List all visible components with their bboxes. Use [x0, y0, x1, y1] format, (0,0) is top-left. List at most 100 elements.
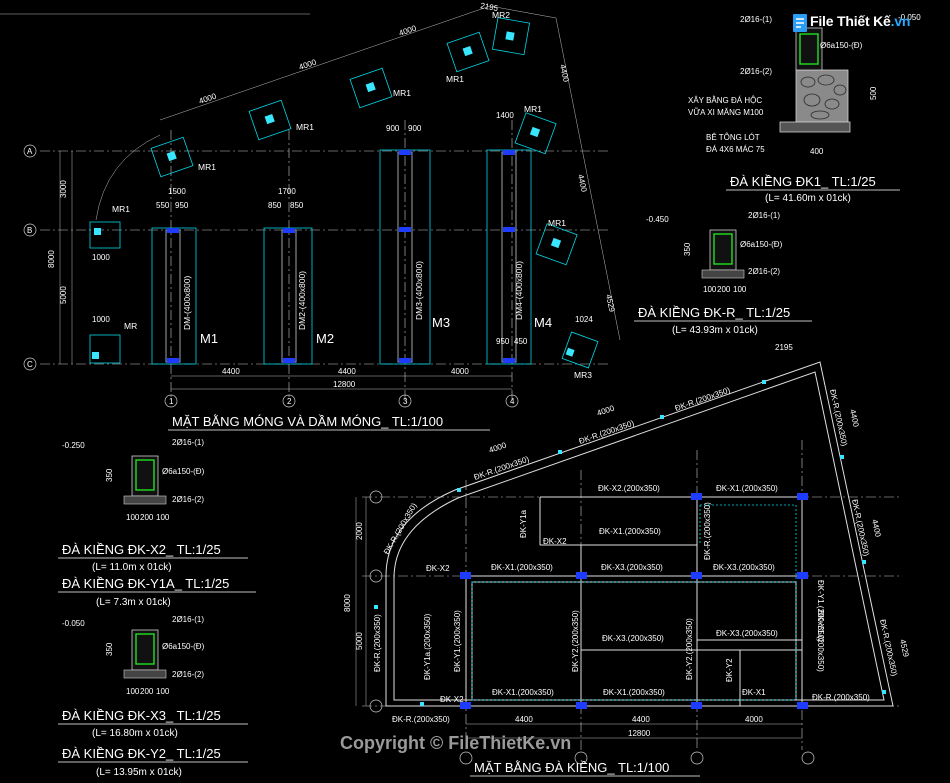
svg-text:350: 350 [105, 468, 114, 482]
svg-text:12800: 12800 [333, 380, 356, 389]
pad-footing-mr1-f [535, 223, 578, 266]
axis-bubble-32 [690, 751, 704, 765]
svg-text:2Ø16-(1): 2Ø16-(1) [172, 438, 204, 447]
svg-text:1500: 1500 [168, 187, 186, 196]
svg-text:M2: M2 [316, 331, 334, 346]
pad-footing-mr3 [561, 331, 599, 369]
svg-text:MR1: MR1 [446, 74, 464, 84]
svg-text:MR1: MR1 [548, 218, 566, 228]
axis-bubble-A: A [23, 144, 37, 158]
svg-text:MR: MR [124, 321, 137, 331]
svg-text:850: 850 [290, 201, 304, 210]
svg-text:100: 100 [126, 513, 140, 522]
svg-text:900: 900 [408, 124, 422, 133]
axis-bubble-12 [459, 751, 473, 765]
svg-text:ĐÁ 4X6 MÁC 75: ĐÁ 4X6 MÁC 75 [706, 145, 765, 154]
svg-text:4000: 4000 [451, 367, 469, 376]
ground-beam-plan: ĐK-X2.(200x350) ĐK-X1.(200x350) ĐK-Y1a Đ… [343, 343, 911, 777]
svg-text:2Ø16-(1): 2Ø16-(1) [740, 15, 772, 24]
svg-text:4000: 4000 [596, 403, 616, 417]
svg-text:4529: 4529 [898, 639, 911, 659]
svg-text:4000: 4000 [298, 57, 318, 71]
svg-text:ĐK-X1.(200x350): ĐK-X1.(200x350) [603, 688, 665, 697]
section-dkx2: -0.250 2Ø16-(1) Ø6a150-(Đ) 2Ø16-(2) 350 … [58, 438, 248, 573]
svg-text:1000: 1000 [92, 253, 110, 262]
svg-text:ĐK-X1.(200x350): ĐK-X1.(200x350) [599, 527, 661, 536]
svg-text:DM-(400x800): DM-(400x800) [182, 276, 192, 330]
axis-bubble-2: 2 [282, 394, 296, 408]
svg-text:1700: 1700 [278, 187, 296, 196]
svg-text:4: 4 [510, 397, 515, 406]
svg-text:-0.050: -0.050 [62, 619, 85, 628]
svg-text:450: 450 [514, 337, 528, 346]
svg-text:8000: 8000 [343, 594, 352, 612]
site-logo[interactable] [790, 10, 940, 36]
ground-beam-plan-title: MẶT BẰNG ĐÀ KIỀNG_ TL:1/100 [474, 760, 669, 775]
svg-text:850: 850 [268, 201, 282, 210]
svg-text:2000: 2000 [355, 522, 364, 540]
svg-text:M1: M1 [200, 331, 218, 346]
svg-text:2195: 2195 [480, 1, 500, 13]
dky2-title: ĐÀ KIỀNG ĐK-Y2_ TL:1/25 [62, 746, 221, 761]
svg-text:4529: 4529 [604, 294, 617, 314]
svg-text:100: 100 [703, 285, 717, 294]
svg-text:MR1: MR1 [393, 88, 411, 98]
dky1a-title: ĐÀ KIỀNG ĐK-Y1A_ TL:1/25 [62, 576, 229, 591]
svg-text:4000: 4000 [488, 440, 508, 454]
svg-text:ĐK-X3.(200x350): ĐK-X3.(200x350) [601, 563, 663, 572]
svg-text:(L= 16.80m x 01ck): (L= 16.80m x 01ck) [92, 728, 178, 739]
axis-bubble-C: C [23, 357, 37, 371]
svg-text:-0.050: -0.050 [898, 13, 921, 22]
svg-text:550: 550 [156, 201, 170, 210]
svg-text:12800: 12800 [628, 729, 651, 738]
svg-text:ĐK-X1.(200x350): ĐK-X1.(200x350) [491, 563, 553, 572]
svg-text:2Ø16-(2): 2Ø16-(2) [172, 495, 204, 504]
svg-text:MR1: MR1 [296, 122, 314, 132]
svg-text:2: 2 [287, 397, 292, 406]
svg-text:ĐK-R.(200x350): ĐK-R.(200x350) [850, 499, 871, 558]
foundation-m1: DM-(400x800) M1 [151, 227, 218, 365]
svg-text:950: 950 [175, 201, 189, 210]
svg-text:4400: 4400 [222, 367, 240, 376]
svg-text:4400: 4400 [632, 715, 650, 724]
axis-bubble-B2 [369, 569, 383, 583]
axis-bubble-22 [574, 751, 588, 765]
svg-text:ĐK-R.(200x350): ĐK-R.(200x350) [703, 502, 712, 560]
foundation-plan: A B C 1 2 3 4 4000 4000 4000 2195 4400 4… [23, 1, 621, 431]
svg-text:5000: 5000 [355, 632, 364, 650]
svg-text:M3: M3 [432, 315, 450, 330]
svg-text:8000: 8000 [47, 250, 56, 268]
section-dkx3: -0.050 2Ø16-(1) Ø6a150-(Đ) 2Ø16-(2) 350 … [58, 615, 248, 739]
svg-text:ĐK-R.(200x350): ĐK-R.(200x350) [578, 418, 636, 445]
svg-text:500: 500 [869, 86, 878, 100]
svg-text:ĐK-X2: ĐK-X2 [543, 537, 567, 546]
dkx2-title: ĐÀ KIỀNG ĐK-X2_ TL:1/25 [62, 542, 221, 557]
svg-text:5000: 5000 [59, 286, 68, 304]
svg-text:ĐK-X2.(200x350): ĐK-X2.(200x350) [598, 484, 660, 493]
pad-footing-mr2 [491, 17, 530, 56]
svg-text:ĐK-X1.(200x350): ĐK-X1.(200x350) [492, 688, 554, 697]
axis-bubble-C2 [369, 699, 383, 713]
svg-text:100: 100 [156, 687, 170, 696]
svg-text:2Ø16-(1): 2Ø16-(1) [748, 211, 780, 220]
svg-text:950: 950 [496, 337, 510, 346]
svg-text:ĐK-Y1.(200x350): ĐK-Y1.(200x350) [816, 580, 825, 642]
svg-text:C: C [27, 360, 33, 369]
dkr-title: ĐÀ KIỀNG ĐK-R_ TL:1/25 [638, 305, 790, 320]
axis-bubble-3: 3 [398, 394, 412, 408]
svg-text:Ø6a150-(Đ): Ø6a150-(Đ) [162, 642, 205, 651]
svg-text:4400: 4400 [558, 64, 571, 84]
svg-text:100: 100 [733, 285, 747, 294]
svg-text:4400: 4400 [515, 715, 533, 724]
svg-text:200: 200 [717, 285, 731, 294]
svg-text:1000: 1000 [92, 315, 110, 324]
svg-text:Ø6a150-(Đ): Ø6a150-(Đ) [740, 240, 783, 249]
svg-text:3000: 3000 [59, 180, 68, 198]
svg-text:100: 100 [126, 687, 140, 696]
axis-bubble-4: 4 [505, 394, 519, 408]
svg-text:ĐK-X3.(200x350): ĐK-X3.(200x350) [713, 563, 775, 572]
svg-text:ĐK-X2: ĐK-X2 [440, 695, 464, 704]
svg-text:ĐK-R.(200x350): ĐK-R.(200x350) [473, 454, 531, 481]
svg-text:MR1: MR1 [524, 104, 542, 114]
pad-footing-mr1-g [89, 221, 121, 249]
